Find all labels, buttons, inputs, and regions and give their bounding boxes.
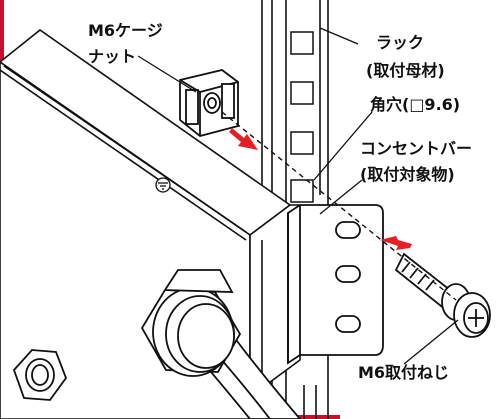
label-power-bar-line1: コンセントバー <box>360 139 472 158</box>
label-cage-nut-line1: M6ケージ <box>88 21 163 40</box>
square-hole <box>290 31 314 55</box>
m6-screw <box>394 252 491 338</box>
hex-foot <box>12 349 68 401</box>
leader-rack <box>319 27 359 45</box>
leader-power-bar <box>319 179 363 215</box>
leader-cage-nut <box>137 55 197 93</box>
bracket-slot <box>335 265 361 283</box>
bracket-slot <box>335 221 361 239</box>
mounting-bracket <box>287 204 384 365</box>
cage-nut <box>179 69 239 137</box>
square-hole <box>290 131 314 155</box>
label-cage-nut-line2: ナット <box>88 47 136 66</box>
rack-square-holes <box>290 31 314 203</box>
label-screw: M6取付ねじ <box>358 363 449 382</box>
label-power-bar-line2: (取付対象物) <box>360 165 455 184</box>
label-rack-line1: ラック <box>376 33 424 52</box>
square-hole <box>290 81 314 105</box>
square-hole <box>290 179 314 203</box>
leader-lines <box>137 27 459 365</box>
label-square-hole: 角穴(□9.6) <box>370 95 460 114</box>
ground-symbol-icon <box>155 177 171 193</box>
bracket-slot <box>335 315 361 333</box>
cable-gland <box>140 269 302 419</box>
insert-arrow-cage-nut <box>229 128 258 150</box>
insert-arrow-screw <box>380 236 412 250</box>
leader-square-hole <box>313 111 373 181</box>
leader-screw <box>403 319 459 365</box>
label-rack-line2: (取付母材) <box>366 61 445 80</box>
